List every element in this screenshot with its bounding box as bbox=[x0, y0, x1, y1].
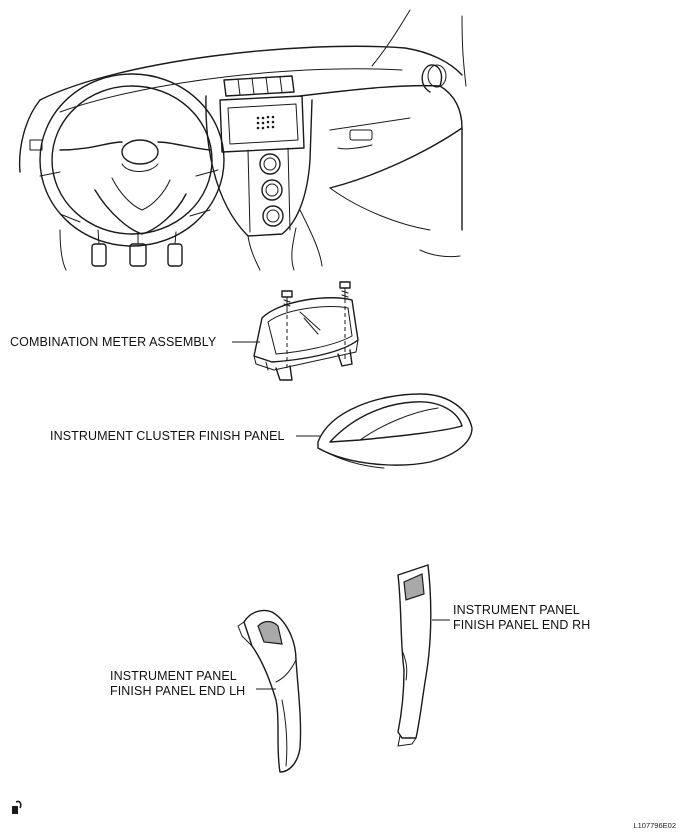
label-end-rh-line1: INSTRUMENT PANEL bbox=[453, 603, 580, 617]
screw-icon-right bbox=[339, 281, 351, 300]
label-end-rh-line2: FINISH PANEL END RH bbox=[453, 618, 591, 632]
dashboard-illustration bbox=[18, 9, 467, 271]
combination-meter-assembly bbox=[253, 281, 359, 381]
label-end-lh-line1: INSTRUMENT PANEL bbox=[110, 669, 237, 683]
label-combination-meter-assembly: COMBINATION METER ASSEMBLY bbox=[10, 335, 217, 349]
tool-symbol-icon bbox=[12, 800, 22, 814]
finish-panel-end-lh bbox=[237, 609, 302, 773]
figure-code: L107796E02 bbox=[633, 821, 676, 830]
label-instrument-cluster-finish-panel: INSTRUMENT CLUSTER FINISH PANEL bbox=[50, 429, 285, 443]
label-finish-panel-end-rh: INSTRUMENT PANEL FINISH PANEL END RH bbox=[453, 603, 590, 633]
finish-panel-end-rh bbox=[397, 564, 432, 747]
label-end-lh-line2: FINISH PANEL END LH bbox=[110, 684, 246, 698]
label-finish-panel-end-lh: INSTRUMENT PANEL FINISH PANEL END LH bbox=[110, 669, 245, 699]
instrument-cluster-finish-panel bbox=[317, 393, 473, 469]
